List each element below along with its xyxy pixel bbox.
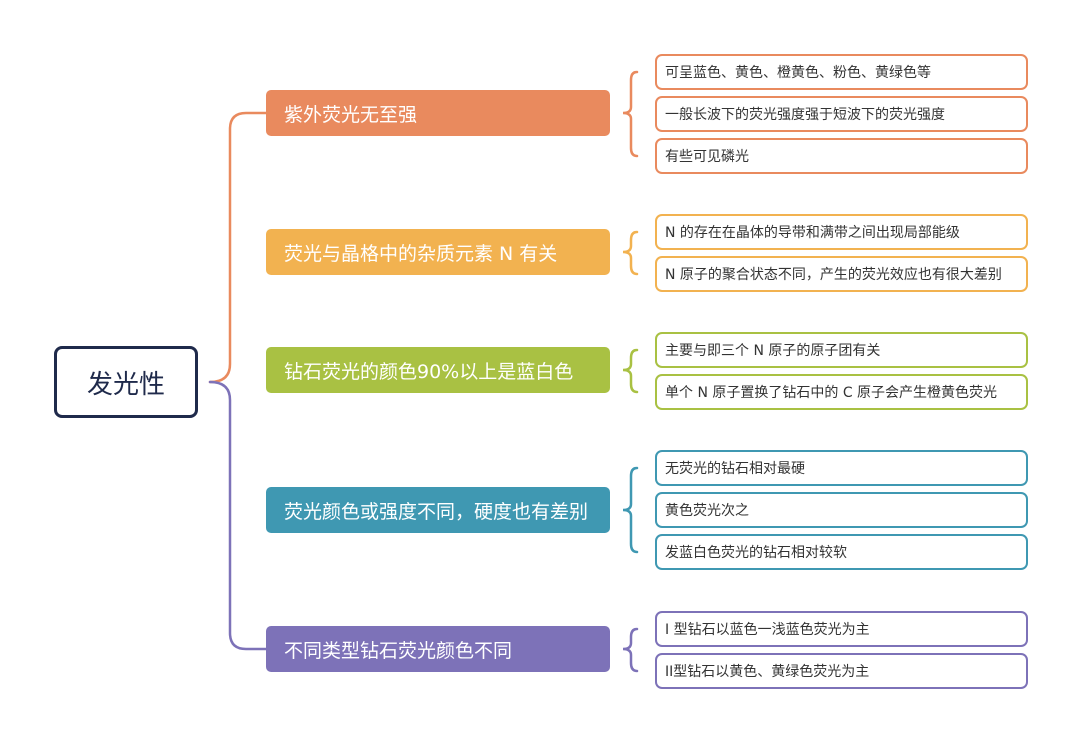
branch-label: 不同类型钻石荧光颜色不同: [284, 639, 513, 662]
branch-diamond-types[interactable]: 不同类型钻石荧光颜色不同: [266, 626, 610, 672]
leaf-item[interactable]: I 型钻石以蓝色一浅蓝色荧光为主: [655, 611, 1028, 647]
branch-nitrogen-impurity[interactable]: 荧光与晶格中的杂质元素 N 有关: [266, 229, 610, 275]
branch-blue-white-color[interactable]: 钻石荧光的颜色90%以上是蓝白色: [266, 347, 610, 393]
leaf-item[interactable]: 黄色荧光次之: [655, 492, 1028, 528]
leaf-label: N 的存在在晶体的导带和满带之间出现局部能级: [665, 225, 960, 241]
leaf-item[interactable]: 发蓝白色荧光的钻石相对较软: [655, 534, 1028, 570]
leaf-item[interactable]: 单个 N 原子置换了钻石中的 C 原子会产生橙黄色荧光: [655, 374, 1028, 410]
leaf-label: 无荧光的钻石相对最硬: [665, 461, 805, 477]
branch-label: 紫外荧光无至强: [284, 103, 418, 126]
branch-brace-0: [622, 70, 639, 158]
leaf-label: N 原子的聚合状态不同，产生的荧光效应也有很大差别: [665, 267, 1002, 283]
branch-brace-3: [622, 466, 639, 554]
leaf-label: 主要与即三个 N 原子的原子团有关: [665, 343, 881, 359]
leaf-item[interactable]: N 的存在在晶体的导带和满带之间出现局部能级: [655, 214, 1028, 250]
leaf-label: 黄色荧光次之: [665, 503, 749, 519]
branch-label: 荧光与晶格中的杂质元素 N 有关: [284, 242, 558, 265]
leaf-item[interactable]: 有些可见磷光: [655, 138, 1028, 174]
leaf-item[interactable]: N 原子的聚合状态不同，产生的荧光效应也有很大差别: [655, 256, 1028, 292]
leaf-item[interactable]: 无荧光的钻石相对最硬: [655, 450, 1028, 486]
leaf-label: 单个 N 原子置换了钻石中的 C 原子会产生橙黄色荧光: [665, 385, 998, 401]
branch-hardness-difference[interactable]: 荧光颜色或强度不同，硬度也有差别: [266, 487, 610, 533]
branch-brace-2: [622, 348, 639, 394]
leaf-item[interactable]: 主要与即三个 N 原子的原子团有关: [655, 332, 1028, 368]
branch-brace-4: [622, 627, 639, 673]
leaf-label: 发蓝白色荧光的钻石相对较软: [665, 545, 847, 561]
leaf-label: 可呈蓝色、黄色、橙黄色、粉色、黄绿色等: [665, 65, 931, 81]
root-connector-lower: [208, 380, 268, 651]
root-label: 发光性: [86, 369, 165, 400]
root-connector-upper: [208, 111, 268, 384]
leaf-label: I 型钻石以蓝色一浅蓝色荧光为主: [665, 622, 870, 638]
leaf-label: 有些可见磷光: [665, 149, 749, 165]
leaf-label: II型钻石以黄色、黄绿色荧光为主: [665, 664, 870, 680]
leaf-item[interactable]: 可呈蓝色、黄色、橙黄色、粉色、黄绿色等: [655, 54, 1028, 90]
branch-label: 钻石荧光的颜色90%以上是蓝白色: [284, 360, 574, 383]
leaf-label: 一般长波下的荧光强度强于短波下的荧光强度: [665, 107, 945, 123]
branch-label: 荧光颜色或强度不同，硬度也有差别: [284, 500, 589, 523]
branch-uv-fluorescence[interactable]: 紫外荧光无至强: [266, 90, 610, 136]
leaf-item[interactable]: 一般长波下的荧光强度强于短波下的荧光强度: [655, 96, 1028, 132]
leaf-item[interactable]: II型钻石以黄色、黄绿色荧光为主: [655, 653, 1028, 689]
root-node[interactable]: 发光性: [54, 346, 198, 418]
branch-brace-1: [622, 230, 639, 276]
